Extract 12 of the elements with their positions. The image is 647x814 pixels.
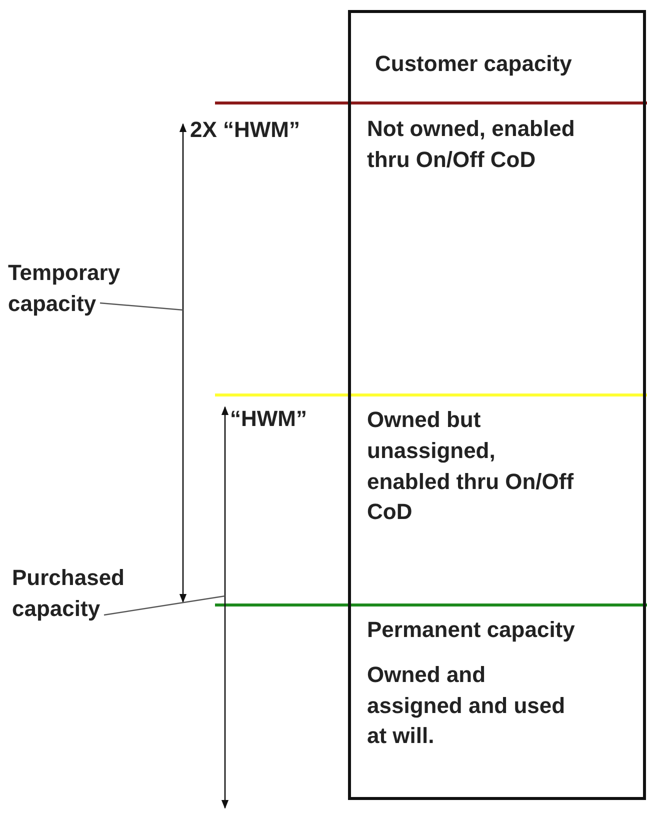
band-text: Not owned, enabled thru On/Off CoD xyxy=(367,115,576,174)
band-heading: Permanent capacity xyxy=(367,616,576,644)
level-label: “HWM” xyxy=(230,405,307,433)
band-text: Owned and assigned and used at will. xyxy=(367,660,566,750)
capacity-label: Purchased capacity xyxy=(12,564,126,623)
band-text: Owned but unassigned, enabled thru On/Off CoD xyxy=(367,406,575,526)
capacity-box xyxy=(348,10,646,800)
level-label: 2X “HWM” xyxy=(190,116,300,144)
capacity-label: Temporary capacity xyxy=(8,259,122,318)
band-text: Customer capacity xyxy=(375,50,572,78)
leader-line xyxy=(100,302,184,311)
leader-line xyxy=(104,595,226,616)
